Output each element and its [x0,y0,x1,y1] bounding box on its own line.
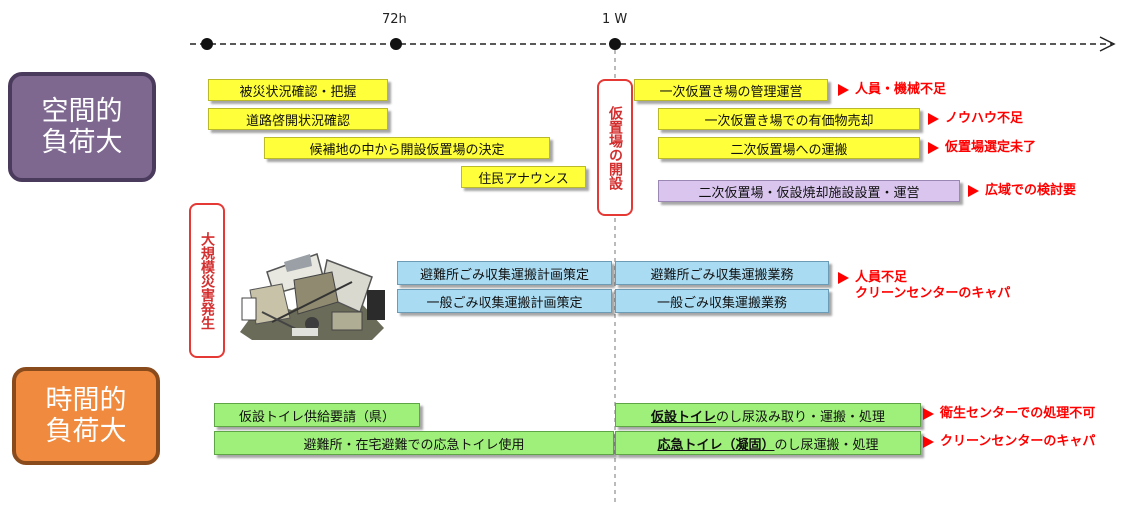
red-triangle-arrow-icon [923,436,934,448]
bar-general-waste-ops: 一般ごみ収集運搬業務 [615,289,829,313]
disaster-occurrence-text: 大規模災害発生 [199,231,215,330]
timeline-72h-dot [390,38,402,50]
bar-shelter-waste-ops: 避難所ごみ収集運搬業務 [615,261,829,285]
note-site-unselected-text: 仮置場選定未了 [945,140,1037,155]
temp-site-opening-box: 仮置場の開設 [597,79,633,216]
disaster-debris-illustration-icon [240,253,385,340]
note-waste-labor-text: 人員不足 [855,270,908,285]
bar-secondary-site-incinerator: 二次仮置場・仮設焼却施設設置・運営 [658,180,960,202]
disaster-occurrence-box: 大規模災害発生 [189,203,225,358]
note-know-how-text: ノウハウ不足 [945,111,1024,126]
temporal-load-label: 時間的 負荷大 [12,367,160,465]
note-sanitation-center: 衛生センターでの処理不可 [923,406,1095,422]
bar-shelter-waste-plan: 避難所ごみ収集運搬計画策定 [397,261,612,285]
bar-primary-site-management: 一次仮置き場の管理運営 [634,79,828,101]
timeline-arrow-head-icon [1099,36,1116,52]
bar-general-waste-plan: 一般ごみ収集運搬計画策定 [397,289,612,313]
note-labor-machinery: 人員・機械不足 [838,82,946,98]
bar-secondary-transport: 二次仮置場への運搬 [658,137,920,159]
emergency-toilet-emphasis: 応急トイレ（凝固） [657,437,775,453]
bar-road-clearance: 道路啓開状況確認 [208,108,388,130]
note-waste-capacity-text: クリーンセンターのキャパ [855,286,1011,301]
red-triangle-arrow-icon [928,142,939,154]
red-triangle-arrow-icon [928,113,939,125]
bar-emergency-toilet-transport: 応急トイレ（凝固）のし尿運搬・処理 [615,431,921,455]
note-know-how: ノウハウ不足 [928,111,1023,127]
red-triangle-arrow-icon [968,185,979,197]
note-sanitation-center-text: 衛生センターでの処理不可 [940,406,1096,421]
timeline-label-1w: 1 W [602,12,628,27]
spatial-load-label: 空間的 負荷大 [8,72,156,182]
note-regional-review-text: 広域での検討要 [985,183,1077,198]
temp-toilet-rest: のし尿汲み取り・運搬・処理 [716,409,886,425]
bar-resident-announcement: 住民アナウンス [461,166,586,188]
note-labor-machinery-text: 人員・機械不足 [855,82,947,97]
temp-site-opening-text: 仮置場の開設 [607,105,623,190]
note-clean-center: クリーンセンターのキャパ [923,434,1095,450]
emergency-toilet-rest: のし尿運搬・処理 [774,437,879,453]
bar-emergency-toilet-use: 避難所・在宅避難での応急トイレ使用 [214,431,614,455]
red-triangle-arrow-icon [923,408,934,420]
bar-site-decision: 候補地の中から開設仮置場の決定 [264,137,550,159]
bar-valuables-sale: 一次仮置き場での有価物売却 [658,108,920,130]
temp-toilet-emphasis: 仮設トイレ [650,409,716,425]
red-triangle-arrow-icon [838,272,849,284]
timeline-label-72h: 72h [382,12,407,27]
timeline-start-dot [201,38,213,50]
red-triangle-arrow-icon [838,84,849,96]
note-site-unselected: 仮置場選定未了 [928,140,1036,156]
note-regional-review: 広域での検討要 [968,183,1076,199]
timeline-1w-dot [609,38,621,50]
bar-temp-toilet-request: 仮設トイレ供給要請（県） [214,403,420,427]
note-waste-capacity-lines: 人員不足 クリーンセンターのキャパ [855,270,1010,302]
note-waste-capacity: 人員不足 クリーンセンターのキャパ [838,270,1010,302]
note-clean-center-text: クリーンセンターのキャパ [940,434,1096,449]
bar-damage-check: 被災状況確認・把握 [208,79,388,101]
bar-temp-toilet-collection: 仮設トイレのし尿汲み取り・運搬・処理 [615,403,921,427]
